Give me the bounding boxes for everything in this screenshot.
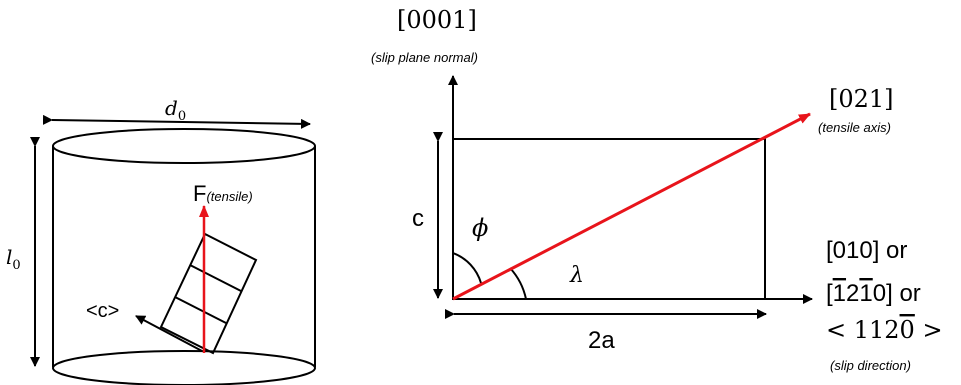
tensile-axis-caption: (tensile axis) (818, 120, 891, 135)
c-direction-arrow (135, 315, 203, 352)
length-label: l0 (6, 245, 21, 273)
c-direction-label: <c> (86, 300, 119, 322)
cylinder-bottom-ellipse (52, 350, 316, 385)
cylinder-top-ellipse (52, 128, 316, 164)
phi-label: ϕ (472, 214, 488, 242)
slip-direction-line3: < 1120 > (826, 316, 943, 344)
phi-angle-arc (452, 252, 482, 284)
normal-label: [0001] (397, 6, 477, 34)
width-label: 2a (588, 327, 615, 354)
lambda-label: λ (569, 263, 584, 288)
diameter-label: d0 (165, 96, 186, 124)
force-label: F(tensile) (193, 181, 253, 206)
diameter-arrow (42, 114, 311, 129)
slip-direction-line1: [010] or (826, 237, 907, 264)
unit-cell-geometry: [0001] (slip plane normal) [021] (tensil… (371, 6, 943, 373)
tilted-unit-cell (159, 232, 258, 355)
normal-caption: (slip plane normal) (371, 50, 478, 65)
tensile-axis-label: [021] (829, 85, 894, 113)
tensile-axis-arrow (452, 112, 811, 301)
lambda-angle-arc (509, 267, 527, 300)
slip-direction-line2: [1210] or (826, 280, 921, 307)
cylinder-specimen: d0 l0 <c> F(tensile) (6, 96, 316, 385)
height-label: c (412, 205, 424, 232)
slip-direction-caption: (slip direction) (830, 358, 911, 373)
